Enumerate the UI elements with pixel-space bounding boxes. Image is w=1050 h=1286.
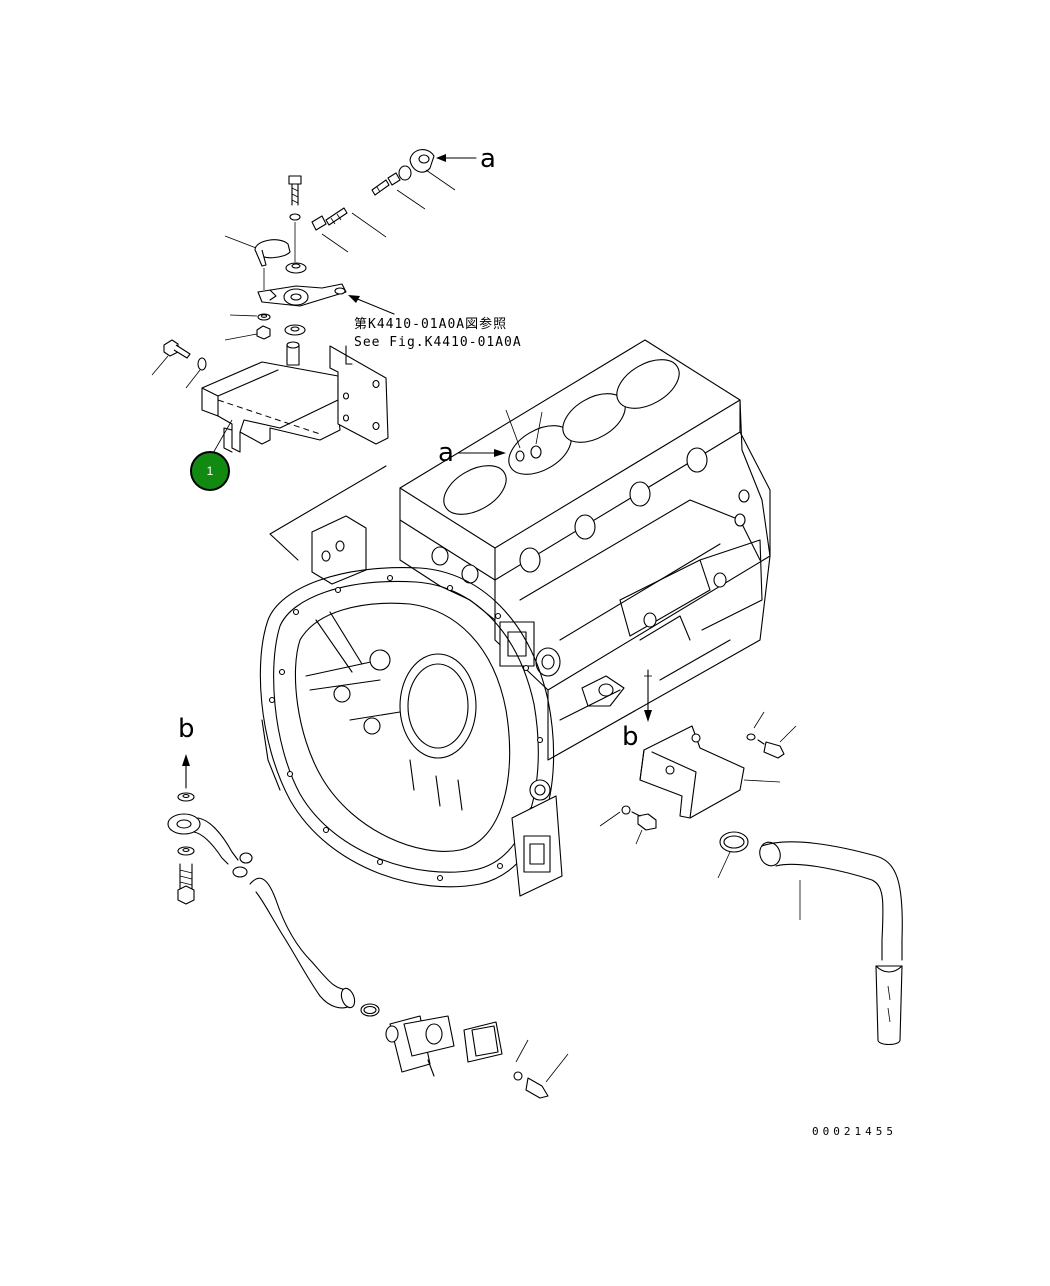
right-bracket-assembly [599,669,903,1046]
arrow-label-b-left: b [178,714,195,744]
arrow-label-a-block: a [438,438,454,468]
arrow-label-a-top: a [480,144,496,174]
flywheel-housing [259,515,563,897]
mounting-indicator [269,465,387,561]
engine-block [399,339,771,761]
arrow-label-b-right: b [622,722,639,752]
reference-note-en: See Fig.K4410-01A0A [354,335,522,350]
drawing-number: 00021455 [812,1125,897,1138]
reference-note-jp: 第K4410-01A0A図参照 [354,317,508,332]
bracket-assembly [151,339,389,456]
left-hose-assembly [167,754,569,1099]
callout-1[interactable]: 1 [190,451,230,491]
linkage-assembly [224,149,477,341]
